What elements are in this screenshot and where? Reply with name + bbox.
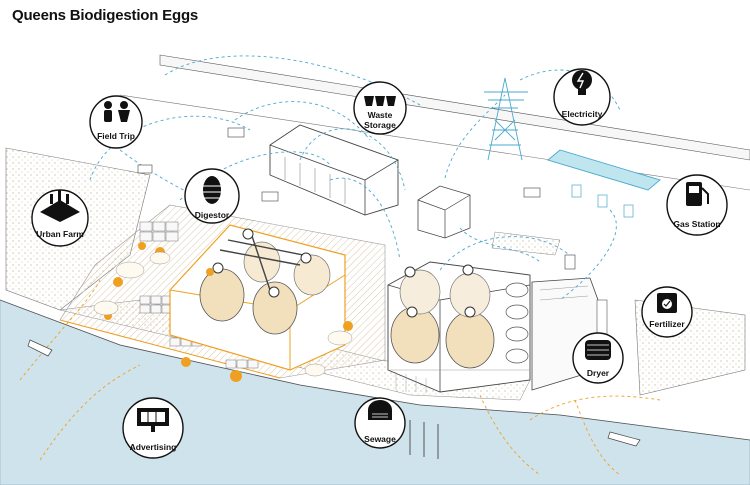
dryer-icon <box>585 340 611 360</box>
digestor-egg <box>293 254 331 296</box>
fertilizer-marker: Fertilizer <box>641 286 693 338</box>
sewage-pipes <box>409 420 439 459</box>
digestor-marker: Digestor <box>184 168 240 224</box>
digestor-label: Digestor <box>195 210 230 220</box>
boat <box>27 339 641 447</box>
urban-farm-marker: Urban Farm <box>31 189 89 247</box>
fertilizer-label: Fertilizer <box>649 319 685 329</box>
digestor-icon <box>203 176 221 204</box>
field-trip-label: Field Trip <box>97 131 135 141</box>
waste-storage-icon <box>364 96 396 106</box>
digestor-egg <box>243 241 281 283</box>
digestor-egg <box>199 268 245 322</box>
sewage-marker: Sewage <box>354 397 406 449</box>
gas-station-label: Gas Station <box>673 219 720 229</box>
dryer-label: Dryer <box>587 368 610 378</box>
electricity-icon <box>572 70 592 95</box>
transmission-tower <box>484 77 528 161</box>
flow-lines-orange <box>19 279 661 476</box>
river-bank-lower <box>0 299 750 441</box>
advertising-label: Advertising <box>130 442 177 452</box>
gas-station-marker: Gas Station <box>666 174 728 236</box>
advertising-icon <box>137 408 169 432</box>
field-trip-marker: Field Trip <box>89 95 143 149</box>
sewage-icon <box>368 400 392 420</box>
urban-farm-icon <box>40 190 80 222</box>
advertising-marker: Advertising <box>122 397 184 459</box>
gas-station-canopy <box>547 149 661 218</box>
waste-storage-marker: Waste Storage <box>353 81 407 135</box>
electricity-marker: Electricity <box>553 68 611 126</box>
road-upper <box>159 54 750 161</box>
treatment-plant <box>387 261 531 393</box>
digestor-egg <box>252 281 298 335</box>
plant-egg <box>399 269 441 315</box>
page-title: Queens Biodigestion Eggs <box>12 7 199 24</box>
sewage-label: Sewage <box>364 434 396 444</box>
fertilizer-icon <box>657 293 677 313</box>
waste-storage-building <box>269 124 399 216</box>
digestor-building <box>169 224 346 371</box>
urban-farm-label: Urban Farm <box>36 229 84 239</box>
plant-egg <box>445 311 495 369</box>
dryer-marker: Dryer <box>572 332 624 384</box>
farm-plaza-edge <box>59 319 281 379</box>
electricity-label: Electricity <box>562 109 603 119</box>
field-trip-icon <box>104 101 130 122</box>
road-edge <box>119 94 750 191</box>
waste-storage-label-2: Storage <box>364 120 396 130</box>
truck <box>137 127 576 270</box>
gas-station-icon <box>686 182 709 206</box>
pump-house <box>417 185 471 239</box>
garden-plots <box>139 221 259 369</box>
trees <box>93 251 353 377</box>
waste-storage-label-1: Waste <box>368 110 393 120</box>
